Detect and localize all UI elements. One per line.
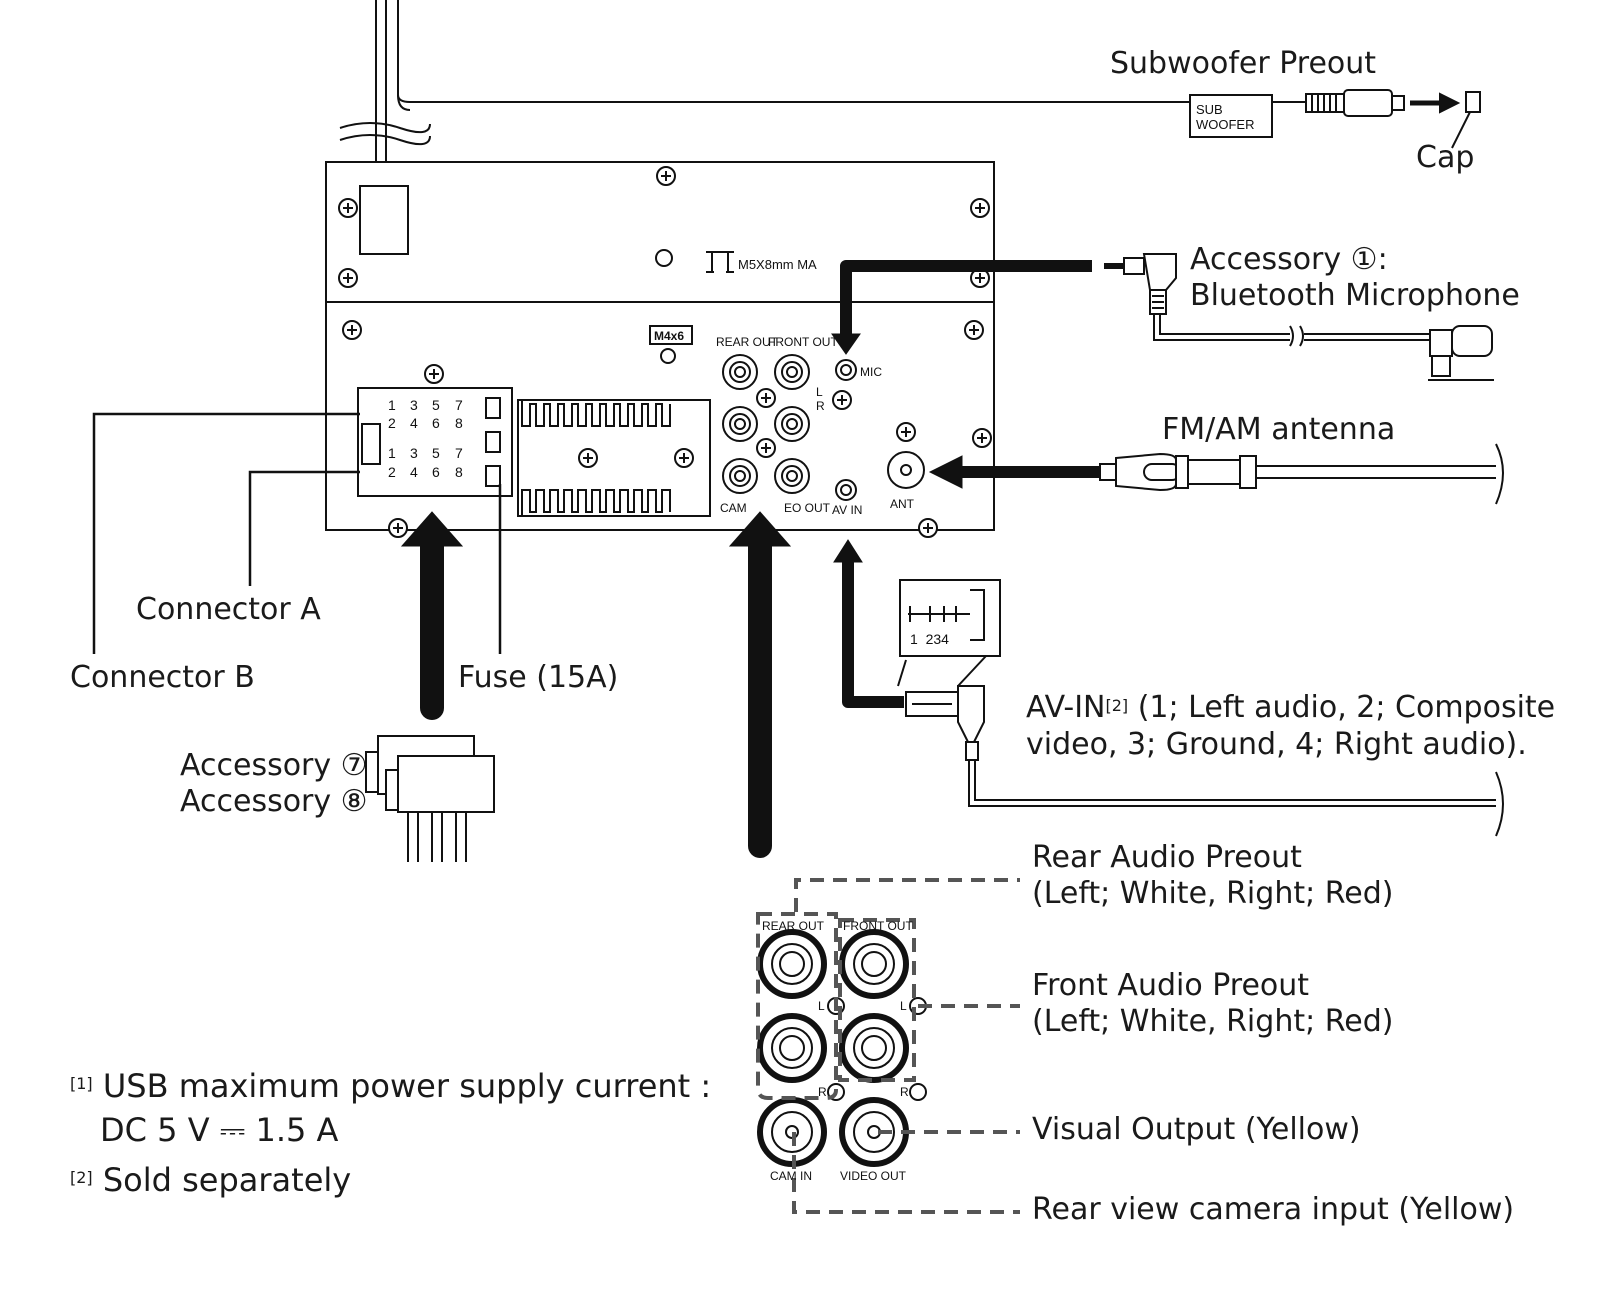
connector-a-label: Connector A xyxy=(136,592,321,627)
hole xyxy=(655,249,673,267)
pin-label: 4 xyxy=(410,464,418,480)
pin-label: 7 xyxy=(455,445,463,461)
footnote-1-line1: [1] USB maximum power supply current : xyxy=(70,1068,711,1104)
connector-pins: 1 3 5 7 2 4 6 8 1 3 5 7 2 4 6 8 xyxy=(388,397,463,480)
ant-label: ANT xyxy=(890,497,915,511)
pin-label: 3 xyxy=(410,445,418,461)
footnote-1-ref: [1] xyxy=(70,1074,93,1093)
m4x6-hole xyxy=(660,348,676,364)
subwoofer-preout-label: Subwoofer Preout xyxy=(1110,46,1377,81)
detail-l-2: L xyxy=(900,999,907,1013)
rca-detail-view xyxy=(757,929,927,1167)
pin-label: 7 xyxy=(455,397,463,413)
accessory-7-8-connectors xyxy=(365,735,495,862)
plug-pin-numbers: 1 234 xyxy=(910,631,949,647)
connector-b-label: Connector B xyxy=(70,660,255,695)
heatsink xyxy=(517,399,711,517)
av-in-label: AV IN xyxy=(832,503,862,517)
rear-out-label: REAR OUT xyxy=(716,335,779,349)
cap-label: Cap xyxy=(1416,140,1475,175)
detail-front-out: FRONT OUT xyxy=(843,919,913,933)
av-in-plug xyxy=(897,579,1504,837)
rear-audio-colors-label: (Left; White, Right; Red) xyxy=(1032,876,1394,911)
front-audio-colors-label: (Left; White, Right; Red) xyxy=(1032,1004,1394,1039)
fm-am-antenna-plug xyxy=(1099,443,1504,505)
footnote-1-line2: DC 5 V ⎓ 1.5 A xyxy=(100,1111,339,1149)
leader-lines xyxy=(92,412,502,654)
front-audio-preout-label: Front Audio Preout xyxy=(1032,968,1310,1003)
m4x6-box xyxy=(649,325,693,345)
detail-dashed-callouts xyxy=(756,878,1020,1214)
detail-cam-in: CAM IN xyxy=(770,1169,812,1183)
cam-label: CAM xyxy=(720,501,747,515)
detail-r-1: R xyxy=(818,1085,827,1099)
pin-label: 4 xyxy=(410,415,418,431)
fm-am-antenna-label: FM/AM antenna xyxy=(1162,412,1396,447)
av-in-description-line1: AV-IN[2] (1; Left audio, 2; Composite xyxy=(1026,690,1555,726)
footnote-2: [2] Sold separately xyxy=(70,1162,351,1198)
detail-r-2: R xyxy=(900,1085,909,1099)
screw-spec xyxy=(706,251,734,273)
pin-label: 5 xyxy=(432,397,440,413)
pin-label: 5 xyxy=(432,445,440,461)
bluetooth-microphone-label: Bluetooth Microphone xyxy=(1190,278,1520,313)
detail-video-out: VIDEO OUT xyxy=(840,1169,907,1183)
accessory1-label: Accessory ①: xyxy=(1190,242,1388,277)
mic-label: MIC xyxy=(860,365,882,379)
footnote-2-text: Sold separately xyxy=(102,1161,352,1199)
pin-label: 1 xyxy=(388,445,396,461)
l-label: L xyxy=(816,385,823,399)
pin-label: 2 xyxy=(388,464,396,480)
fuse-label: Fuse (15A) xyxy=(458,660,619,695)
bluetooth-microphone xyxy=(1104,253,1494,381)
pin-label: 8 xyxy=(455,415,463,431)
m4x6-label: M4x6 xyxy=(654,329,684,343)
footnote-2-ref: [2] xyxy=(70,1168,93,1187)
pin-label: 6 xyxy=(432,464,440,480)
rear-audio-preout-label: Rear Audio Preout xyxy=(1032,840,1302,875)
pin-label: 1 xyxy=(388,397,396,413)
accessory8-label: Accessory ⑧ xyxy=(180,784,368,819)
footnote-1-text: USB maximum power supply current : xyxy=(102,1067,712,1105)
video-out-label: EO OUT xyxy=(784,501,831,515)
unit-rca-jacks xyxy=(722,354,925,501)
pin-label: 6 xyxy=(432,415,440,431)
screw-spec-label: M5X8mm MA xyxy=(738,257,817,272)
rear-camera-input-label: Rear view camera input (Yellow) xyxy=(1032,1192,1515,1227)
av-in-description-line2: video, 3; Ground, 4; Right audio). xyxy=(1026,727,1527,762)
av-in-prefix: AV-IN xyxy=(1026,690,1106,725)
r-label: R xyxy=(816,399,825,413)
detail-rear-out: REAR OUT xyxy=(762,919,825,933)
av-in-line1-rest: (1; Left audio, 2; Composite xyxy=(1128,690,1556,725)
front-out-label: FRONT OUT xyxy=(768,335,838,349)
subwoofer-cable xyxy=(1189,89,1481,149)
accessory7-label: Accessory ⑦ xyxy=(180,748,368,783)
visual-output-label: Visual Output (Yellow) xyxy=(1032,1112,1361,1147)
av-in-footnote-ref: [2] xyxy=(1105,696,1129,715)
pin-label: 3 xyxy=(410,397,418,413)
detail-l-1: L xyxy=(818,999,825,1013)
sub-woofer-label-2: WOOFER xyxy=(1196,117,1255,132)
pin-label: 8 xyxy=(455,464,463,480)
connection-arrows xyxy=(400,260,1106,858)
sub-woofer-label-1: SUB xyxy=(1196,102,1223,117)
pin-label: 2 xyxy=(388,415,396,431)
iso-connector-block xyxy=(357,387,513,497)
